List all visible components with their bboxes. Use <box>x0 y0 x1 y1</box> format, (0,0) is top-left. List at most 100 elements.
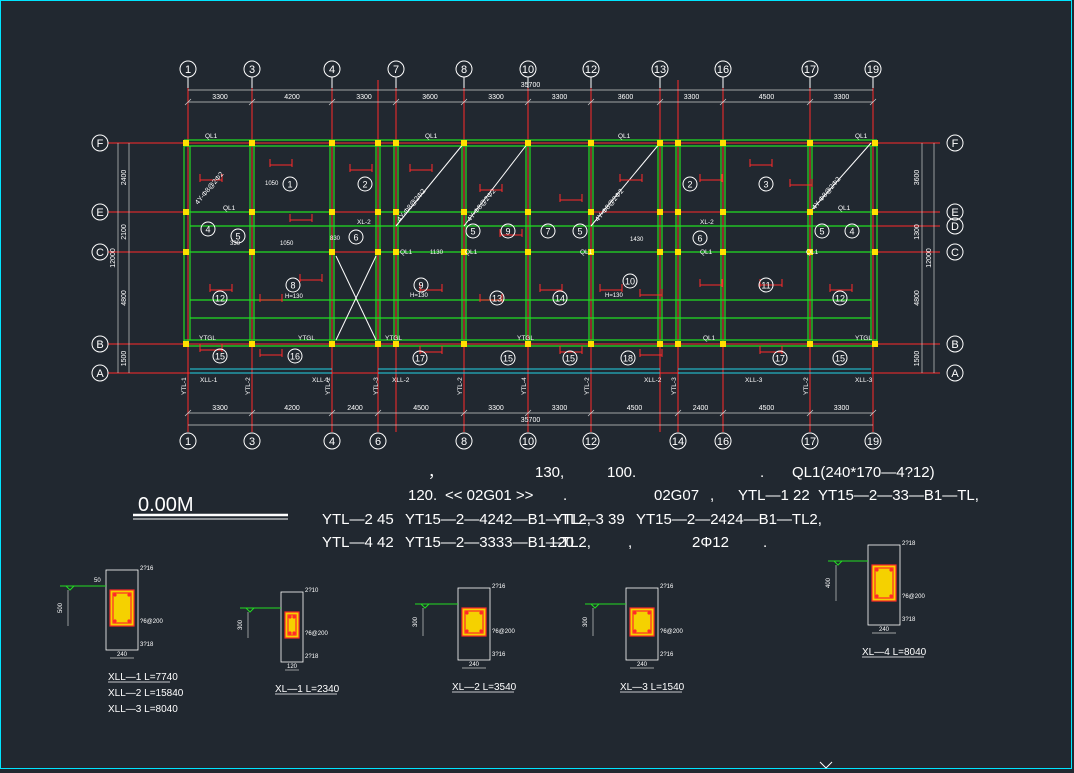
stair-diagonal <box>463 142 529 227</box>
section-height: 300 <box>413 616 419 627</box>
room-number: 2 <box>687 180 692 190</box>
column <box>872 209 878 215</box>
section-bar <box>465 629 469 633</box>
row-label: C <box>951 247 959 259</box>
axis-label: 14 <box>672 436 684 448</box>
bottom-dim-text: 3300 <box>488 405 504 412</box>
row-label: E <box>96 207 103 219</box>
axis-label: 19 <box>867 436 879 448</box>
room-bubble <box>692 230 708 246</box>
column <box>675 140 681 146</box>
slab-dimension: H=130 <box>285 294 304 300</box>
top-dim-text: 3300 <box>356 94 372 101</box>
column <box>872 249 878 255</box>
room-number: 14 <box>555 294 565 304</box>
room-bubble <box>500 350 516 366</box>
section-bar <box>633 629 637 633</box>
rebar-mark <box>639 289 663 297</box>
member-label: YTL-3 <box>671 377 678 395</box>
room-number: 6 <box>697 234 702 244</box>
room-number: 5 <box>235 232 240 242</box>
section-bar <box>288 615 292 619</box>
column <box>183 341 189 347</box>
column <box>807 341 813 347</box>
section-stirrup <box>874 567 894 599</box>
room-number: 18 <box>623 354 633 364</box>
note-4-e: 2Φ12 <box>692 534 729 551</box>
row-bubble <box>946 217 964 235</box>
rebar-mark <box>699 279 723 287</box>
section-stirrup <box>112 592 132 624</box>
axis-bubble <box>864 432 882 450</box>
column <box>183 140 189 146</box>
room-bubble <box>200 221 216 237</box>
column <box>657 140 663 146</box>
section-level-mark <box>585 603 626 609</box>
room-number: 15 <box>565 354 575 364</box>
note-3-d: YT15—2—2424—B1—TL2, <box>636 511 822 528</box>
bottom-dim-text: 2400 <box>693 405 709 412</box>
section-stirrup-label: ?6@200 <box>305 631 328 637</box>
rebar-mark <box>759 346 783 354</box>
section-level-mark <box>60 585 106 591</box>
axis-label: 3 <box>249 436 255 448</box>
axis-bubble <box>801 432 819 450</box>
section-bar <box>292 615 296 619</box>
member-label: XLL-3 <box>855 377 873 384</box>
rebar-mark <box>699 174 723 182</box>
row-label: C <box>96 247 104 259</box>
section-level-mark <box>240 607 281 613</box>
room-bubble <box>620 350 636 366</box>
section-caption: XLL—2 L=15840 <box>108 688 184 699</box>
bottom-dim-tick <box>869 409 877 417</box>
column <box>872 140 878 146</box>
row-bubble <box>946 335 964 353</box>
section-caption: XLL—3 L=8040 <box>108 704 178 715</box>
section-stirrup <box>632 610 652 634</box>
rebar-mark <box>619 174 643 182</box>
section-top-rebar: 2?16 <box>140 566 154 572</box>
rebar-mark <box>349 164 373 172</box>
rebar-mark <box>639 349 663 357</box>
room-bubble <box>212 290 228 306</box>
slab-dimension: H=130 <box>605 293 624 299</box>
room-number: 4 <box>205 225 210 235</box>
member-label: XLL-1 <box>200 377 218 384</box>
bottom-dim-tick <box>460 409 468 417</box>
column <box>525 341 531 347</box>
rebar-mark <box>269 159 293 167</box>
top-dim-text: 3300 <box>552 94 568 101</box>
room-number: 15 <box>503 354 513 364</box>
column <box>249 341 255 347</box>
section-height: 300 <box>583 616 589 627</box>
room-number: 4 <box>849 227 854 237</box>
section-bar <box>647 611 651 615</box>
general-notes: ， 130, 100. . QL1(240*170—4?12) 120. << … <box>322 464 979 551</box>
column <box>657 249 663 255</box>
axis-bubble <box>519 432 537 450</box>
beam-label: YTGL <box>385 335 402 342</box>
section-bottom-rebar: 3?18 <box>140 642 154 648</box>
rebar-mark <box>749 159 773 167</box>
bottom-dim-text: 4500 <box>627 405 643 412</box>
section-level-mark <box>415 603 458 609</box>
top-dim-text: 3300 <box>684 94 700 101</box>
axis-bubble <box>669 432 687 450</box>
section-bar <box>113 619 117 623</box>
axis-bubble <box>243 432 261 450</box>
column <box>183 209 189 215</box>
column <box>249 249 255 255</box>
member-label: XLL-2 <box>392 377 410 384</box>
column <box>675 249 681 255</box>
beam-label: QL1 <box>223 205 236 212</box>
section-width: 240 <box>879 627 890 633</box>
bottom-dim-tick <box>184 409 192 417</box>
right-dim-text: 4800 <box>914 290 921 306</box>
column <box>657 209 663 215</box>
axis-label: 16 <box>717 436 729 448</box>
axis-bubble <box>323 432 341 450</box>
stair-rebar-label: 4Y-Φ8@2Φ2 <box>594 188 625 223</box>
section-height: 400 <box>826 577 832 588</box>
room-bubble <box>622 273 638 289</box>
